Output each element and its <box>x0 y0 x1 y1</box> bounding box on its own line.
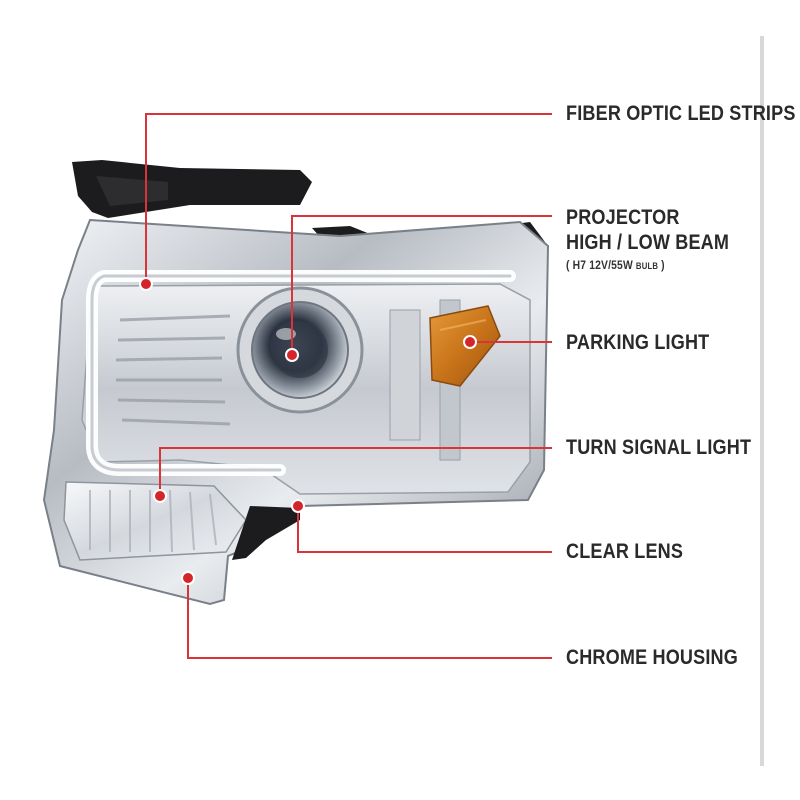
label-clear-lens: CLEAR LENS <box>566 540 684 563</box>
label-high-low-beam: HIGH / LOW BEAM <box>566 231 730 254</box>
callout-line-turn <box>159 447 552 496</box>
callout-line-chrome <box>187 578 552 659</box>
bulb-word: BULB <box>635 261 659 271</box>
callout-dot-chrome <box>181 571 195 585</box>
label-projector: PROJECTOR <box>566 206 680 229</box>
bulb-spec-close: ) <box>658 258 665 272</box>
callout-dots <box>139 277 477 585</box>
reflector-slats <box>115 314 231 426</box>
label-parking-light: PARKING LIGHT <box>566 331 710 354</box>
callout-dot-projector <box>285 348 299 362</box>
callout-line-projector <box>291 215 552 355</box>
callout-dot-fiber <box>139 277 153 291</box>
label-chrome-housing: CHROME HOUSING <box>566 646 738 669</box>
callout-dot-turn <box>153 489 167 503</box>
right-edge-bar <box>760 36 764 766</box>
label-fiber-optic: FIBER OPTIC LED STRIPS <box>566 102 796 125</box>
callout-dot-clear <box>291 499 305 513</box>
callout-lines <box>145 113 552 659</box>
label-bulb-spec: ( H7 12V/55W BULB ) <box>566 258 665 273</box>
callout-line-clear <box>297 506 552 553</box>
bulb-spec-text: ( H7 12V/55W <box>566 258 636 272</box>
callout-line-fiber <box>145 113 552 282</box>
callout-dot-parking <box>463 335 477 349</box>
label-turn-signal: TURN SIGNAL LIGHT <box>566 436 752 459</box>
